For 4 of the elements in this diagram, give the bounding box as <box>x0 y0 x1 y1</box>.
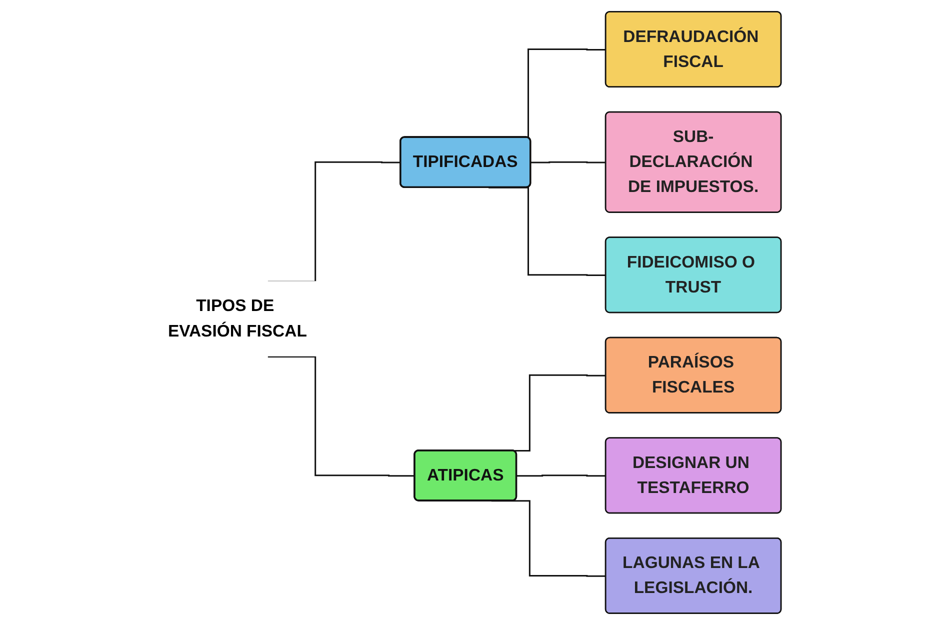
connector <box>516 474 606 477</box>
connector <box>268 356 414 477</box>
connector <box>530 161 606 164</box>
mind-map-diagram: TIPOS DE EVASIÓN FISCAL TIPIFICADAS ATIPICAS DEFRAUDACIÓN FISCAL SUB-DECLARACIÓN DE IMPUESTOS. FIDEICOMISO O TRUST PARAÍSOS FISCALES DESIGNAR UN TESTAFERRO LAGUNAS EN LA LEGISLACIÓN. <box>142 5 788 620</box>
